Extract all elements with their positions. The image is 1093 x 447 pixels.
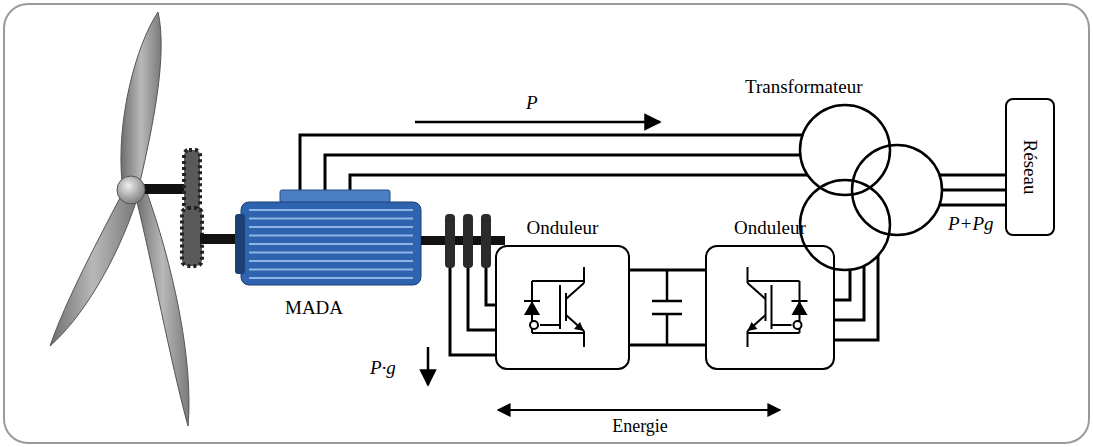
wire [942, 189, 1005, 192]
power-line [450, 285, 495, 355]
wire [450, 285, 495, 355]
power-label: P+Pg [948, 213, 994, 235]
power-arrow [415, 121, 660, 124]
power-label: P·g [370, 357, 396, 379]
wire [486, 285, 495, 305]
wind-turbine [50, 12, 189, 426]
frame [4, 4, 1089, 443]
wire [630, 269, 705, 272]
node-label: Transformateur [745, 76, 863, 98]
transformer: Transformateur [800, 105, 945, 275]
wire [630, 344, 705, 347]
wire [468, 285, 495, 330]
power-line [630, 270, 705, 345]
grid-label: Réseau [1019, 140, 1041, 195]
wire [835, 266, 864, 320]
wire [325, 155, 800, 190]
node-label: MADA [285, 297, 343, 319]
wire [939, 204, 1005, 207]
generator-art [235, 190, 505, 285]
power-label: P [526, 92, 538, 114]
power-line [939, 175, 1005, 205]
wire [939, 174, 1005, 177]
capacitor-symbol [652, 270, 682, 345]
wire [350, 175, 808, 190]
converter-box-art [497, 247, 628, 368]
node-label: Onduleur [734, 217, 806, 239]
wire [300, 135, 803, 190]
transformer-art [800, 105, 945, 275]
converter-box: Onduleur [495, 245, 630, 370]
node-label: Onduleur [527, 217, 599, 239]
converter-box-art [707, 247, 833, 368]
power-arrow [427, 347, 430, 385]
grid-box: Réseau [1005, 98, 1055, 236]
wire [835, 270, 850, 300]
power-line [300, 135, 808, 190]
energy-label: Energie [612, 415, 668, 437]
energy-arrow [498, 409, 780, 411]
gearbox [182, 150, 238, 266]
generator: MADA [235, 190, 505, 285]
converter-box: Onduleur [705, 245, 835, 370]
